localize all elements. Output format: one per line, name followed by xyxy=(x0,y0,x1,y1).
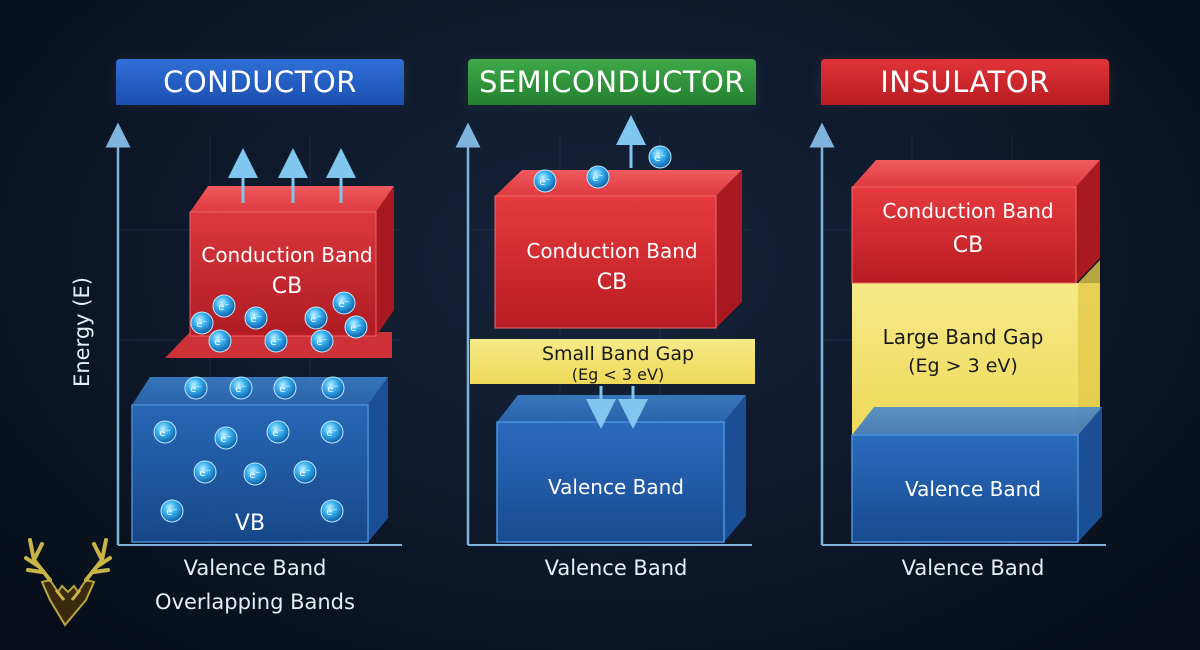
svg-text:e⁻: e⁻ xyxy=(338,299,349,310)
electron-icon: e⁻ xyxy=(193,460,217,484)
semiconductor-vb-top xyxy=(497,395,746,422)
electron-icon: e⁻ xyxy=(153,420,177,444)
svg-text:e⁻: e⁻ xyxy=(592,173,603,184)
insulator-vb-top xyxy=(852,407,1102,435)
electron-icon: e⁻ xyxy=(344,315,368,339)
svg-text:e⁻: e⁻ xyxy=(272,428,283,439)
svg-text:e⁻: e⁻ xyxy=(326,507,337,518)
svg-text:e⁻: e⁻ xyxy=(279,384,290,395)
insulator-gap-value: (Eg > 3 eV) xyxy=(908,355,1018,377)
conductor-cb-label: Conduction Band xyxy=(201,243,372,267)
stag-head-logo-icon xyxy=(24,538,112,627)
electron-icon: e⁻ xyxy=(243,462,267,486)
electron-icon: e⁻ xyxy=(310,329,334,353)
insulator-panel: Large Band Gap (Eg > 3 eV) Valence Band … xyxy=(809,122,1106,546)
semiconductor-vb-label: Valence Band xyxy=(548,475,684,499)
conductor-cb-short: CB xyxy=(272,274,302,299)
electron-icon: e⁻ xyxy=(586,165,610,189)
insulator-cb-front xyxy=(851,186,1077,284)
semiconductor-cb-side xyxy=(716,170,742,328)
svg-text:e⁻: e⁻ xyxy=(166,507,177,518)
insulator-cb-label: Conduction Band xyxy=(882,199,1053,223)
svg-text:e⁻: e⁻ xyxy=(270,337,281,348)
insulator-cb-side xyxy=(1076,160,1100,283)
insulator-vb-side xyxy=(1078,407,1102,542)
semiconductor-caption: Valence Band xyxy=(544,556,688,580)
insulator-cb-top xyxy=(852,160,1100,187)
electron-icon: e⁻ xyxy=(332,291,356,315)
svg-text:e⁻: e⁻ xyxy=(327,384,338,395)
svg-text:e⁻: e⁻ xyxy=(214,337,225,348)
svg-text:e⁻: e⁻ xyxy=(326,428,337,439)
electron-icon: e⁻ xyxy=(293,460,317,484)
insulator-vb-front xyxy=(851,434,1079,543)
insulator-gap-side xyxy=(1078,260,1100,435)
svg-text:e⁻: e⁻ xyxy=(654,153,665,164)
insulator-vb-label: Valence Band xyxy=(905,477,1041,501)
conductor-vb-side xyxy=(368,377,388,542)
svg-text:e⁻: e⁻ xyxy=(316,337,327,348)
semiconductor-cb-label: Conduction Band xyxy=(526,239,697,263)
electron-icon: e⁻ xyxy=(320,499,344,523)
insulator-gap-label: Large Band Gap xyxy=(883,325,1044,349)
semiconductor-cb-front xyxy=(494,195,717,329)
svg-text:e⁻: e⁻ xyxy=(218,302,229,313)
svg-text:e⁻: e⁻ xyxy=(235,384,246,395)
semiconductor-gap-label: Small Band Gap xyxy=(542,343,694,365)
svg-text:e⁻: e⁻ xyxy=(539,177,550,188)
svg-text:e⁻: e⁻ xyxy=(250,314,261,325)
electron-icon: e⁻ xyxy=(212,294,236,318)
insulator-title: INSULATOR xyxy=(821,59,1109,105)
electron-icon: e⁻ xyxy=(273,376,297,400)
electron-icon: e⁻ xyxy=(648,145,672,169)
electron-icon: e⁻ xyxy=(229,376,253,400)
conductor-title: CONDUCTOR xyxy=(116,59,404,105)
svg-text:e⁻: e⁻ xyxy=(220,434,231,445)
conductor-caption-line2: Overlapping Bands xyxy=(155,590,355,614)
electron-icon: e⁻ xyxy=(214,426,238,450)
electrons-layer: e⁻ e⁻ e⁻ e⁻ e⁻ e⁻ e⁻ e⁻ e⁻ e⁻ e⁻ e⁻ e⁻ e⁻ e⁻ e⁻ e⁻ e⁻ e⁻ e⁻… xyxy=(153,145,672,523)
semiconductor-vb-side xyxy=(724,395,746,542)
insulator-cb-short: CB xyxy=(953,233,983,258)
electron-icon: e⁻ xyxy=(264,329,288,353)
conductor-panel: VB Conduction Band CB xyxy=(105,122,402,546)
conductor-vb-top xyxy=(132,377,388,405)
svg-text:e⁻: e⁻ xyxy=(196,319,207,330)
electron-icon: e⁻ xyxy=(160,499,184,523)
svg-text:e⁻: e⁻ xyxy=(310,314,321,325)
electron-icon: e⁻ xyxy=(321,376,345,400)
semiconductor-title: SEMICONDUCTOR xyxy=(468,59,756,105)
electron-icon: e⁻ xyxy=(304,306,328,330)
electron-icon: e⁻ xyxy=(244,306,268,330)
svg-text:e⁻: e⁻ xyxy=(350,323,361,334)
electron-icon: e⁻ xyxy=(320,420,344,444)
semiconductor-band-gap xyxy=(470,339,755,384)
svg-text:e⁻: e⁻ xyxy=(190,384,201,395)
svg-text:e⁻: e⁻ xyxy=(299,468,310,479)
svg-text:e⁻: e⁻ xyxy=(249,470,260,481)
conductor-cb-side xyxy=(376,186,394,336)
insulator-caption: Valence Band xyxy=(901,556,1045,580)
conductor-caption-line1: Valence Band xyxy=(183,556,327,580)
semiconductor-cb-top xyxy=(495,170,742,196)
electron-icon: e⁻ xyxy=(266,420,290,444)
electron-icon: e⁻ xyxy=(208,329,232,353)
svg-text:e⁻: e⁻ xyxy=(199,468,210,479)
electron-icon: e⁻ xyxy=(533,169,557,193)
semiconductor-panel: Valence Band Small Band Gap (Eg < 3 eV) … xyxy=(455,115,755,546)
electron-icon: e⁻ xyxy=(190,311,214,335)
electron-icon: e⁻ xyxy=(184,376,208,400)
semiconductor-cb-short: CB xyxy=(597,270,627,295)
svg-text:e⁻: e⁻ xyxy=(159,428,170,439)
semiconductor-vb-front xyxy=(496,421,725,543)
conductor-vb-label: VB xyxy=(235,511,265,536)
semiconductor-gap-value: (Eg < 3 eV) xyxy=(572,365,664,384)
